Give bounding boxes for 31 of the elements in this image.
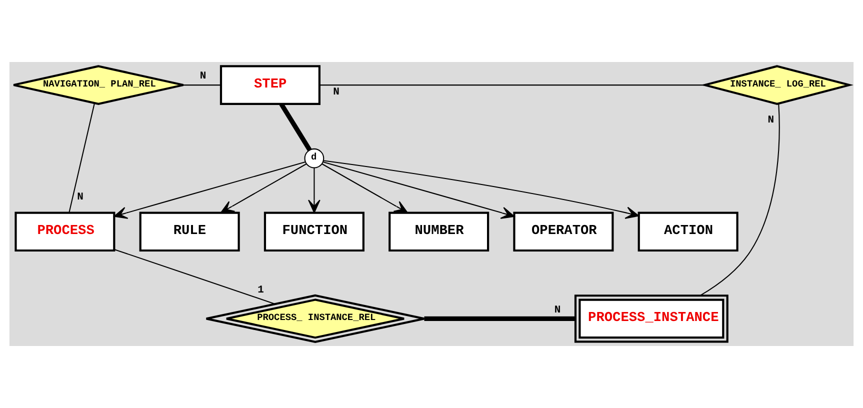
connector [700, 103, 780, 296]
arrow [322, 163, 408, 214]
edge-label: N [333, 86, 340, 99]
arrow [220, 163, 307, 214]
connector [424, 316, 576, 322]
edge-label: N [77, 191, 84, 204]
node-box: RULE [139, 212, 240, 252]
arrow [308, 168, 320, 214]
node-diamond: NAVIGATION_ PLAN_REL [12, 65, 184, 105]
connector [114, 248, 276, 304]
edge-label: N [554, 304, 561, 316]
edge-label: 1 [258, 284, 264, 297]
arrow [114, 161, 306, 219]
node-box: NUMBER [388, 212, 490, 252]
edge-label: N [768, 114, 774, 127]
connector [68, 103, 95, 213]
node-box: FUNCTION [264, 212, 364, 252]
edge-label: N [200, 70, 206, 83]
node-box: PROCESS_INSTANCE [574, 294, 728, 343]
connector [320, 84, 705, 86]
connector [183, 84, 221, 86]
node-box: STEP [220, 65, 320, 105]
node-diamond: PROCESS_ INSTANCE_REL [205, 294, 426, 343]
connector [279, 102, 312, 152]
node-box: ACTION [638, 212, 738, 252]
node-box: OPERATOR [513, 212, 614, 252]
arrow [323, 160, 640, 219]
node-circle: d [304, 148, 324, 168]
node-diamond: INSTANCE_ LOG_REL [700, 65, 854, 105]
arrow [323, 161, 515, 219]
node-box: PROCESS [14, 212, 116, 252]
